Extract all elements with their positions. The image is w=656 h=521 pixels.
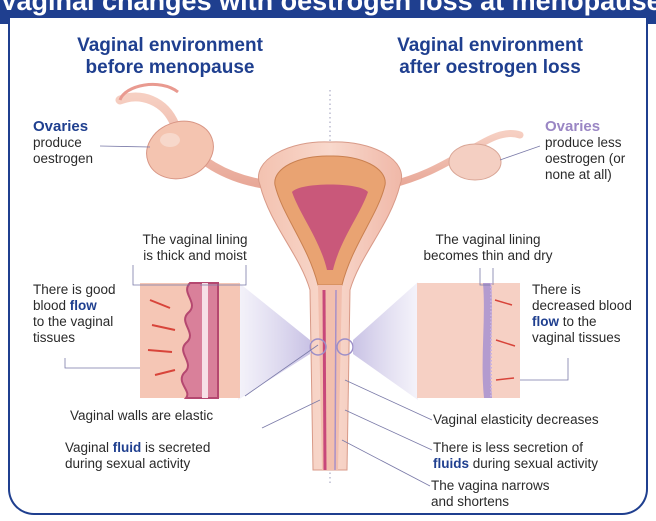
left-blood-flow-label: There is good blood flow to the vaginal … bbox=[33, 282, 138, 346]
left-ovaries-label: Ovaries produce oestrogen bbox=[33, 118, 93, 167]
right-heading: Vaginal environment after oestrogen loss bbox=[360, 35, 620, 79]
right-elasticity-label: Vaginal elasticity decreases bbox=[433, 412, 633, 428]
right-secretion-label: There is less secretion of fluids during… bbox=[433, 440, 638, 472]
left-fluid-label: Vaginal fluid is secreted during sexual … bbox=[65, 440, 265, 472]
left-lining-label: The vaginal lining is thick and moist bbox=[125, 232, 265, 264]
right-narrows-label: The vagina narrows and shortens bbox=[431, 478, 591, 510]
right-blood-flow-label: There is decreased blood flow to the vag… bbox=[532, 282, 644, 346]
right-lining-label: The vaginal lining becomes thin and dry bbox=[408, 232, 568, 264]
left-ovary bbox=[138, 112, 221, 188]
left-magnification-beam bbox=[238, 282, 310, 400]
right-ovary bbox=[449, 144, 501, 180]
right-magnification-beam bbox=[353, 282, 418, 400]
left-heading: Vaginal environment before menopause bbox=[40, 35, 300, 79]
thin-vaginal-lining bbox=[335, 290, 336, 470]
right-ovaries-label: Ovaries produce less oestrogen (or none … bbox=[545, 118, 625, 183]
left-walls-label: Vaginal walls are elastic bbox=[70, 408, 250, 424]
thin-tissue-detail bbox=[417, 283, 520, 398]
healthy-tissue-detail bbox=[140, 283, 240, 398]
healthy-vaginal-lining bbox=[324, 290, 325, 470]
